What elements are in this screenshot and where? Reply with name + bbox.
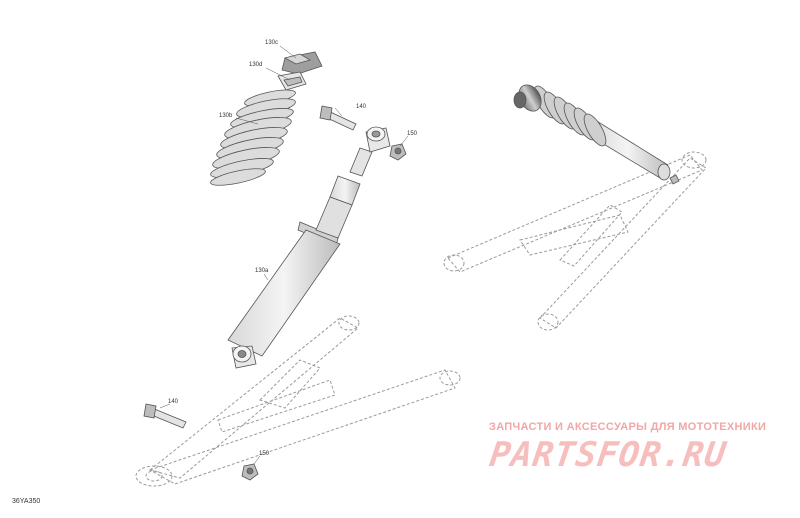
nut-150-lower xyxy=(241,463,259,481)
watermark-logo: PARTSFOR.RU xyxy=(487,435,729,475)
bolt-140-upper xyxy=(319,105,357,131)
watermark-caption: ЗАПЧАСТИ И АКСЕССУАРЫ ДЛЯ МОТОТЕХНИКИ xyxy=(489,421,767,433)
callout-150-upper: 150 xyxy=(407,131,418,137)
coil-spring-130b xyxy=(210,89,296,186)
leader-lines xyxy=(159,45,409,465)
figure-code: 36YA350 xyxy=(12,498,41,505)
left-a-arm xyxy=(135,315,461,487)
lower-bushing xyxy=(231,345,257,369)
callout-150-lower: 150 xyxy=(259,451,270,457)
spring-seat-130d xyxy=(277,71,307,91)
spring-retainer-130c xyxy=(281,51,323,75)
upper-bushing xyxy=(365,126,391,153)
damper-body-130a xyxy=(227,147,373,357)
callout-130a: 130a xyxy=(255,268,269,274)
nut-150-upper xyxy=(389,143,407,161)
assembled-shock-absorber xyxy=(513,84,680,185)
callout-130c: 130c xyxy=(265,40,278,46)
callout-140-upper: 140 xyxy=(356,104,367,110)
callout-130b: 130b xyxy=(219,113,233,119)
callout-130d: 130d xyxy=(249,62,262,68)
bolt-140-lower xyxy=(143,403,187,429)
callout-140-lower: 140 xyxy=(168,399,179,405)
right-a-arm xyxy=(443,151,707,331)
